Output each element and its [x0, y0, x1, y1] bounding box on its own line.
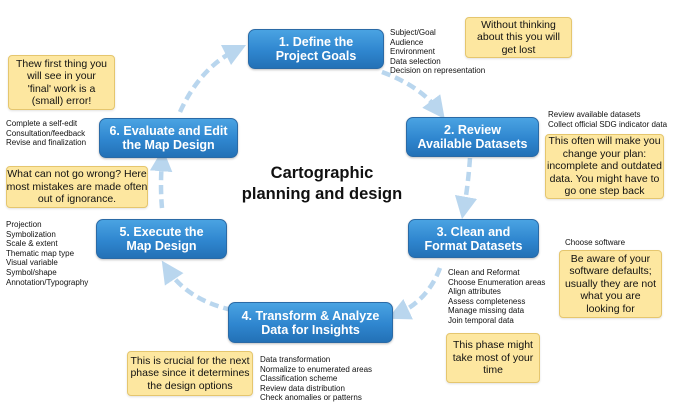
- step-2-tasks: Review available datasets Collect offici…: [548, 110, 668, 129]
- step-1-note: Without thinking about this you will get…: [465, 17, 572, 58]
- step-6-tasks: Complete a self-edit Consultation/feedba…: [6, 119, 87, 148]
- step-2-note: This often will make you change your pla…: [545, 134, 664, 199]
- step-4-tasks: Data transformation Normalize to enumera…: [260, 355, 373, 403]
- step-3-tasks: Clean and Reformat Choose Enumeration ar…: [448, 268, 546, 325]
- arrow-6-to-1: [177, 44, 247, 113]
- arrow-3-to-4: [387, 267, 443, 320]
- step-1-define-goals: 1. Define the Project Goals: [248, 29, 384, 69]
- step-4-transform-analyze: 4. Transform & Analyze Data for Insights: [228, 302, 393, 343]
- step-2-review-datasets: 2. Review Available Datasets: [406, 117, 539, 157]
- arrow-2-to-3: [454, 157, 478, 220]
- step-5-software-task: Choose software: [565, 238, 626, 247]
- step-5-tasks: Projection Symbolization Scale & extent …: [6, 220, 89, 287]
- step-6-evaluate-edit: 6. Evaluate and Edit the Map Design: [99, 118, 238, 158]
- step-5-execute-design: 5. Execute the Map Design: [96, 219, 227, 259]
- arrow-1-to-2: [381, 69, 445, 119]
- step-3-note: This phase might take most of your time: [446, 333, 540, 383]
- diagram-title: Cartographic planning and design: [241, 164, 403, 203]
- arrow-5-to-6: [149, 148, 173, 209]
- arrow-4-to-5: [161, 260, 233, 313]
- step-3-clean-format: 3. Clean and Format Datasets: [408, 219, 539, 258]
- step-4-note: This is crucial for the next phase since…: [127, 351, 253, 396]
- step-5-note: What can not go wrong? Here most mistake…: [6, 166, 148, 208]
- step-5-software-note: Be aware of your software defaults; usua…: [559, 250, 662, 318]
- step-6-note: Thew first thing you will see in your 'f…: [8, 55, 115, 110]
- step-1-tasks: Subject/Goal Audience Environment Data s…: [390, 28, 486, 76]
